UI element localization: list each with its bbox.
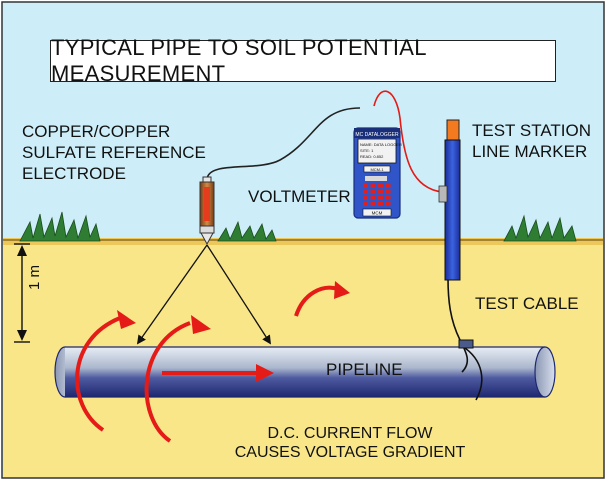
voltmeter-tag-text: MCM	[372, 211, 383, 216]
voltmeter-key	[378, 190, 383, 194]
voltmeter-key	[370, 196, 376, 200]
electrode-label: COPPER/COPPER SULFATE REFERENCE ELECTROD…	[22, 121, 206, 184]
voltmeter-key	[363, 190, 368, 194]
grass-middle-icon	[217, 220, 277, 242]
voltmeter-red-wire	[373, 90, 443, 193]
voltmeter-key	[385, 202, 391, 206]
voltmeter-key	[385, 196, 391, 200]
voltmeter-display-line3: READ: 0.852	[360, 154, 384, 159]
grass-left-icon	[19, 211, 101, 242]
current-loop-left-head	[117, 310, 136, 329]
current-arrow-soil-icon	[294, 285, 339, 317]
current-flow-arrow-head	[256, 364, 274, 382]
test-station-label-line2: LINE MARKER	[472, 142, 588, 161]
electrode-label-line2: SULFATE REFERENCE	[22, 143, 206, 162]
title-box: TYPICAL PIPE TO SOIL POTENTIAL MEASUREME…	[50, 35, 556, 86]
test-cable-label: TEST CABLE	[475, 294, 579, 313]
voltmeter-key	[378, 202, 383, 206]
voltmeter-key	[363, 196, 368, 200]
voltmeter-key	[378, 184, 383, 188]
current-loop-middle-head	[191, 315, 211, 334]
voltmeter-brand-text: MC DATALOGGER	[355, 132, 399, 138]
test-station-label-line1: TEST STATION	[472, 121, 592, 140]
current-loop-middle-icon	[144, 321, 191, 443]
current-flow-label: D.C. CURRENT FLOW CAUSES VOLTAGE GRADIEN…	[230, 424, 470, 462]
reference-electrode	[199, 176, 215, 246]
pipe-connection-clamp	[458, 339, 474, 349]
voltmeter-key	[363, 184, 368, 188]
voltmeter-key	[370, 190, 376, 194]
voltmeter-key	[385, 190, 391, 194]
electrode-label-line3: ELECTRODE	[22, 164, 126, 183]
soil-surface	[3, 238, 603, 245]
voltmeter-label: VOLTMETER	[248, 187, 351, 206]
gradient-line-left	[136, 244, 208, 345]
current-arrow-soil-head	[334, 281, 350, 299]
depth-label: 1 m	[26, 264, 43, 290]
voltmeter-key	[363, 202, 368, 206]
test-station-post	[438, 119, 461, 281]
test-station-label: TEST STATION LINE MARKER	[472, 120, 591, 162]
voltmeter-display-line1: NAME: DATA LOGGER	[360, 142, 402, 147]
voltmeter-key	[370, 184, 376, 188]
electrode-wire	[206, 107, 361, 181]
voltmeter-model-text: MCM-1	[370, 167, 384, 172]
electrode-label-line1: COPPER/COPPER	[22, 122, 171, 141]
voltmeter-key	[378, 196, 383, 200]
pipe-connection-wire	[461, 345, 483, 401]
voltmeter-display-line2: SITE: 1	[360, 148, 374, 153]
voltmeter-key	[385, 184, 391, 188]
pipeline-right-end	[534, 346, 556, 398]
grass-right-icon	[503, 214, 577, 242]
depth-arrow-icon	[14, 243, 30, 343]
current-flow-label-line1: D.C. CURRENT FLOW	[267, 425, 433, 442]
current-loop-left-icon	[75, 316, 121, 432]
pipeline-label: PIPELINE	[326, 360, 403, 379]
voltmeter-keypad	[363, 184, 391, 206]
diagram-title: TYPICAL PIPE TO SOIL POTENTIAL MEASUREME…	[51, 35, 426, 86]
voltmeter: MC DATALOGGER NAME: DATA LOGGER SITE: 1 …	[353, 127, 402, 219]
voltmeter-key	[370, 202, 376, 206]
current-flow-label-line2: CAUSES VOLTAGE GRADIENT	[234, 444, 466, 461]
gradient-line-right	[206, 244, 271, 345]
